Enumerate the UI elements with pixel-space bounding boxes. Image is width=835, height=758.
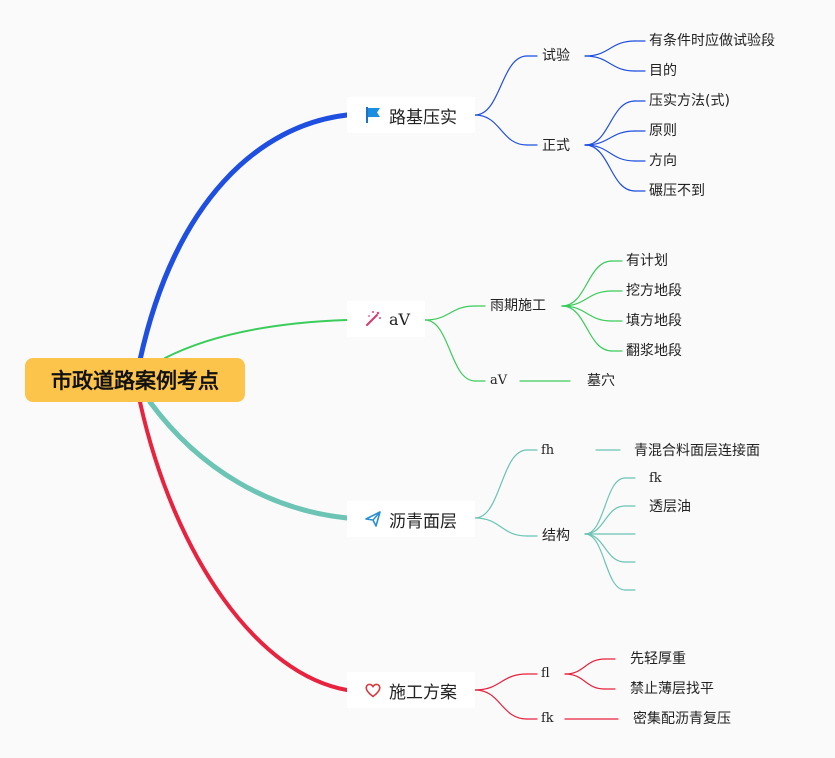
connector bbox=[424, 319, 476, 382]
topic-road-compaction[interactable]: 路基压实 bbox=[347, 97, 475, 133]
leaf-node[interactable]: 原则 bbox=[649, 123, 677, 139]
connector bbox=[424, 305, 476, 321]
topic-label: 沥青面层 bbox=[389, 511, 457, 532]
subtopic-structure[interactable]: 结构 bbox=[542, 528, 570, 544]
subtopic-fh[interactable]: fh bbox=[541, 443, 555, 458]
connector bbox=[564, 673, 606, 690]
leaf-node[interactable]: 方向 bbox=[649, 153, 677, 169]
subtopic-test[interactable]: 试验 bbox=[542, 48, 570, 64]
connector bbox=[584, 477, 626, 535]
connector bbox=[584, 144, 636, 162]
connector bbox=[584, 144, 636, 192]
subtopic-fk[interactable]: fk bbox=[541, 711, 554, 726]
topic-asphalt-surface[interactable]: 沥青面层 bbox=[347, 501, 475, 537]
heart-icon bbox=[363, 680, 383, 700]
connector bbox=[474, 689, 528, 720]
connector bbox=[474, 673, 528, 691]
leaf-node[interactable]: 墓穴 bbox=[587, 373, 615, 389]
leaf-node[interactable]: 目的 bbox=[649, 63, 677, 79]
leaf-node[interactable]: 翻浆地段 bbox=[626, 343, 682, 359]
connector bbox=[584, 533, 626, 591]
topic-label: aV bbox=[389, 309, 411, 329]
connector bbox=[474, 517, 528, 537]
leaf-node[interactable]: 有计划 bbox=[626, 253, 668, 269]
connector-root-b4 bbox=[138, 400, 349, 692]
connector-root-b2 bbox=[164, 319, 348, 359]
connector-root-b3 bbox=[147, 399, 350, 521]
connector bbox=[584, 505, 626, 535]
flag-icon bbox=[363, 105, 383, 125]
topic-construction-plan[interactable]: 施工方案 bbox=[347, 672, 475, 708]
leaf-node[interactable]: 压实方法(式) bbox=[649, 93, 730, 109]
connector bbox=[584, 40, 636, 57]
connector-root-b1 bbox=[137, 112, 350, 363]
connector bbox=[584, 533, 626, 563]
connector bbox=[561, 260, 613, 307]
leaf-node[interactable]: 挖方地段 bbox=[626, 283, 682, 299]
connector bbox=[561, 305, 613, 352]
leaf-node[interactable]: 青混合料面层连接面 bbox=[634, 443, 760, 459]
connector bbox=[561, 290, 613, 307]
leaf-node[interactable]: 透层油 bbox=[649, 499, 691, 515]
subtopic-av[interactable]: aV bbox=[490, 373, 508, 388]
connector bbox=[561, 305, 613, 322]
leaf-node[interactable]: 碾压不到 bbox=[649, 183, 705, 199]
connector bbox=[584, 55, 636, 72]
connector bbox=[474, 55, 528, 116]
connector bbox=[474, 114, 528, 146]
topic-av[interactable]: aV bbox=[347, 301, 425, 337]
subtopic-rainy-season[interactable]: 雨期施工 bbox=[490, 298, 546, 314]
paper-plane-icon bbox=[363, 509, 383, 529]
leaf-node[interactable]: 有条件时应做试验段 bbox=[649, 33, 775, 49]
subtopic-formal[interactable]: 正式 bbox=[542, 138, 570, 154]
topic-label: 施工方案 bbox=[389, 682, 457, 703]
leaf-node[interactable]: 先轻厚重 bbox=[630, 651, 686, 667]
connector bbox=[564, 658, 606, 675]
topic-label: 路基压实 bbox=[389, 107, 457, 128]
connector bbox=[584, 100, 636, 146]
subtopic-fl[interactable]: fl bbox=[541, 666, 550, 681]
leaf-node[interactable]: 禁止薄层找平 bbox=[630, 681, 714, 697]
leaf-node[interactable]: 密集配沥青复压 bbox=[633, 711, 731, 727]
leaf-node[interactable]: fk bbox=[649, 471, 662, 486]
magic-wand-icon bbox=[363, 309, 383, 329]
connector bbox=[474, 449, 528, 519]
connector bbox=[584, 130, 636, 146]
leaf-node[interactable]: 填方地段 bbox=[626, 313, 682, 329]
root-topic[interactable]: 市政道路案例考点 bbox=[25, 358, 245, 402]
